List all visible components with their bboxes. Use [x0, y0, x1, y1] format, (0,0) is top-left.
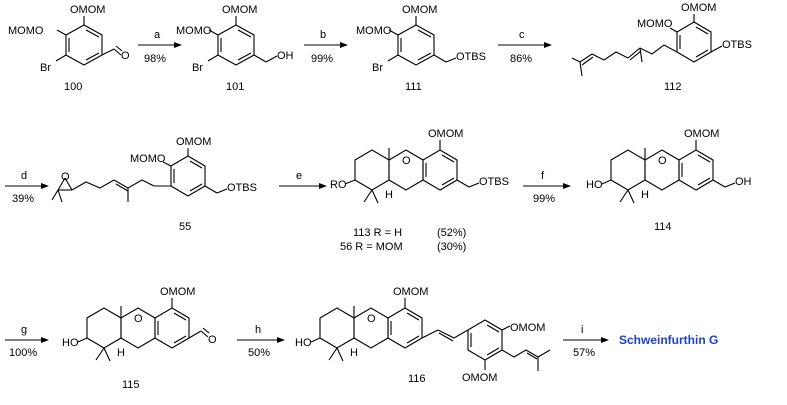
omom-label: OMOM — [393, 286, 428, 298]
yield-label: (30%) — [437, 241, 466, 253]
compound-label: 56 R = MOM — [340, 241, 403, 253]
yield-label: 57% — [573, 347, 595, 359]
momo-label: MOMO — [176, 25, 212, 37]
momo-label: MOMO — [637, 18, 673, 30]
omom-label: OMOM — [462, 372, 497, 384]
reagent-label: c — [519, 29, 525, 41]
aldehyde-o-label: O — [121, 50, 130, 62]
compound-101: OMOM MOMO Br OH 101 — [176, 4, 294, 93]
compound-label: 115 — [122, 379, 140, 391]
omom-label: OMOM — [402, 4, 437, 16]
omom-label: OMOM — [176, 136, 211, 148]
h-label: H — [385, 189, 393, 201]
reaction-arrow-h: h 50% — [237, 324, 285, 359]
compound-114: O OMOM OH HO H 114 — [586, 128, 752, 233]
reaction-arrow-f: f 99% — [523, 170, 571, 205]
otbs-label: OTBS — [227, 182, 257, 194]
compound-111: OMOM MOMO Br OTBS 111 — [356, 4, 486, 93]
compound-100: OMOM MOMO Br O 100 — [8, 4, 130, 93]
reagent-label: e — [296, 170, 302, 182]
reaction-arrow-d: d 39% — [5, 170, 49, 205]
ho-label: HO — [295, 337, 312, 349]
compound-label: 101 — [226, 81, 244, 93]
h-label: H — [641, 189, 649, 201]
yield-label: 99% — [533, 193, 555, 205]
compound-55: O OMOM MOMO OTBS 55 — [51, 136, 257, 233]
otbs-label: OTBS — [456, 51, 486, 63]
yield-label: 98% — [144, 53, 166, 65]
omom-label: OMOM — [510, 322, 545, 334]
ring-o-label: O — [402, 155, 411, 167]
oh-label: OH — [277, 50, 294, 62]
omom-label: OMOM — [160, 286, 195, 298]
yield-label: (52%) — [437, 227, 466, 239]
omom-label: OMOM — [222, 4, 257, 16]
oh-label: OH — [735, 176, 752, 188]
yield-label: 86% — [510, 53, 532, 65]
reaction-arrow-e: e — [279, 170, 327, 189]
epoxide-o-label: O — [61, 171, 70, 183]
reaction-arrow-g: g 100% — [5, 324, 49, 359]
ho-label: HO — [62, 337, 79, 349]
yield-label: 99% — [311, 53, 333, 65]
ring-o-label: O — [658, 155, 667, 167]
ring-o-label: O — [367, 313, 376, 325]
br-label: Br — [40, 62, 51, 74]
omom-label: OMOM — [681, 2, 716, 14]
ring-o-label: O — [134, 313, 143, 325]
yield-label: 39% — [12, 193, 34, 205]
yield-label: 100% — [9, 347, 37, 359]
ro-label: RO — [330, 179, 347, 191]
momo-label: MOMO — [8, 25, 44, 37]
aldehyde-o-label: O — [208, 334, 217, 346]
h-label: H — [350, 347, 358, 359]
final-product-name: Schweinfurthin G — [619, 333, 718, 347]
omom-label: OMOM — [70, 4, 105, 16]
compound-label: 111 — [405, 81, 422, 93]
reaction-arrow-c: c 86% — [498, 29, 552, 65]
br-label: Br — [372, 62, 383, 74]
reaction-arrow-a: a 98% — [138, 29, 182, 65]
compound-label: 116 — [408, 373, 426, 385]
compound-label: 55 — [179, 221, 191, 233]
compound-label: 112 — [664, 81, 682, 93]
reaction-arrow-b: b 99% — [304, 29, 348, 65]
br-label: Br — [192, 62, 203, 74]
compound-115: O OMOM O HO H 115 — [62, 286, 217, 391]
omom-label: OMOM — [684, 128, 719, 140]
reagent-label: g — [21, 324, 27, 336]
reagent-label: d — [21, 170, 27, 182]
otbs-label: OTBS — [479, 176, 509, 188]
compound-label: 114 — [654, 221, 672, 233]
otbs-label: OTBS — [722, 39, 752, 51]
compound-116: O OMOM HO H OMOM OMOM 116 — [295, 286, 551, 385]
reagent-label: i — [581, 324, 583, 336]
compound-label: 113 R = H — [353, 227, 402, 239]
compound-113: O OMOM OTBS RO H 113 R = H 56 R = MOM (5… — [330, 128, 509, 253]
omom-label: OMOM — [428, 128, 463, 140]
reagent-label: h — [255, 324, 261, 336]
momo-label: MOMO — [356, 25, 392, 37]
reaction-arrow-i: i 57% — [563, 324, 609, 359]
reagent-label: a — [154, 29, 161, 41]
h-label: H — [117, 347, 125, 359]
momo-label: MOMO — [130, 153, 166, 165]
reagent-label: f — [541, 170, 545, 182]
compound-label: 100 — [64, 81, 82, 93]
compound-112: OMOM MOMO OTBS 112 — [571, 2, 752, 93]
yield-label: 50% — [248, 347, 270, 359]
ho-label: HO — [586, 179, 603, 191]
reagent-label: b — [320, 29, 326, 41]
